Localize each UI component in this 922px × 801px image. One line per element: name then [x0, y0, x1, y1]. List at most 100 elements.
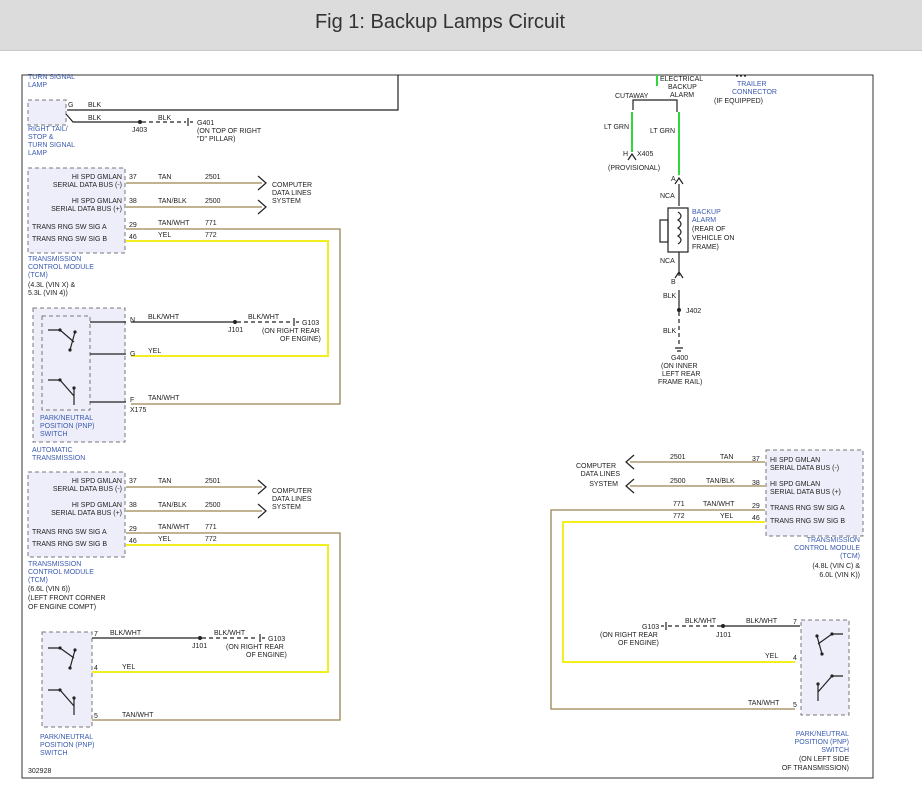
- svg-text:HI SPD GMLAN: HI SPD GMLAN: [72, 478, 122, 485]
- svg-text:OF ENGINE): OF ENGINE): [280, 336, 321, 343]
- svg-text:ELECTRICAL: ELECTRICAL: [660, 76, 703, 83]
- svg-text:TAN: TAN: [720, 454, 733, 461]
- svg-text:TRANS RNG SW SIG B: TRANS RNG SW SIG B: [32, 541, 107, 548]
- svg-text:HI SPD GMLAN: HI SPD GMLAN: [72, 502, 122, 509]
- pnp-2-box: [41, 631, 93, 728]
- svg-text:TRANS RNG SW SIG A: TRANS RNG SW SIG A: [32, 529, 107, 536]
- svg-text:G103: G103: [268, 636, 285, 643]
- svg-text:DATA LINES: DATA LINES: [581, 471, 621, 478]
- svg-text:G103: G103: [302, 320, 319, 327]
- svg-text:TAN/WHT: TAN/WHT: [158, 524, 190, 531]
- svg-text:2501: 2501: [205, 478, 221, 485]
- svg-text:5.3L (VIN 4)): 5.3L (VIN 4)): [28, 290, 68, 297]
- svg-text:(REAR OF: (REAR OF: [692, 226, 725, 233]
- svg-text:SERIAL DATA BUS (+): SERIAL DATA BUS (+): [51, 206, 122, 213]
- svg-text:29: 29: [752, 503, 760, 510]
- svg-text:PARK/NEUTRAL: PARK/NEUTRAL: [796, 731, 849, 738]
- pnp-switch-2: 7 4 5 BLK/WHT J101 BLK/WHT G103 (ON RIGH…: [40, 630, 287, 757]
- tcm-2-box: [27, 471, 126, 558]
- svg-text:(TCM): (TCM): [840, 553, 860, 560]
- svg-text:TRANS RNG SW SIG A: TRANS RNG SW SIG A: [770, 505, 845, 512]
- svg-text:G: G: [130, 351, 135, 358]
- svg-text:TRAILER: TRAILER: [737, 81, 767, 88]
- pnp-switch-1: N G F BLK/WHT J101 BLK/WHT G103 (ON RIGH…: [32, 307, 321, 462]
- svg-text:TAN/BLK: TAN/BLK: [158, 502, 187, 509]
- svg-text:HI SPD GMLAN: HI SPD GMLAN: [72, 198, 122, 205]
- svg-text:SWITCH: SWITCH: [40, 431, 68, 438]
- svg-text:(TCM): (TCM): [28, 577, 48, 584]
- svg-text:POSITION (PNP): POSITION (PNP): [795, 739, 849, 746]
- svg-text:(4.3L (VIN X) &: (4.3L (VIN X) &: [28, 282, 76, 289]
- svg-text:TAN: TAN: [158, 174, 171, 181]
- svg-text:OF TRANSMISSION): OF TRANSMISSION): [782, 765, 849, 772]
- svg-text:X175: X175: [130, 407, 146, 414]
- svg-text:HI SPD GMLAN: HI SPD GMLAN: [770, 457, 820, 464]
- pnp-1-inner-box: [41, 315, 91, 411]
- svg-text:A: A: [671, 176, 676, 183]
- svg-text:(4.8L (VIN C) &: (4.8L (VIN C) &: [812, 563, 860, 570]
- svg-text:2500: 2500: [670, 478, 686, 485]
- figure-id: 302928: [28, 768, 51, 775]
- tail-lamp-section: TURN SIGNAL LAMP G BLK BLK J403 BLK G401…: [27, 74, 399, 157]
- svg-text:J101: J101: [228, 327, 243, 334]
- svg-text:(IF EQUIPPED): (IF EQUIPPED): [714, 98, 763, 105]
- svg-text:OF ENGINE): OF ENGINE): [246, 652, 287, 659]
- svg-text:SYSTEM: SYSTEM: [272, 198, 301, 205]
- pnp-3-box: [800, 619, 850, 716]
- svg-text:YEL: YEL: [158, 232, 171, 239]
- svg-text:BLK: BLK: [88, 115, 102, 122]
- svg-text:J402: J402: [686, 308, 701, 315]
- svg-text:YEL: YEL: [122, 664, 135, 671]
- svg-text:TRANSMISSION: TRANSMISSION: [32, 455, 85, 462]
- tcm-1-box: [27, 167, 126, 254]
- svg-text:2501: 2501: [205, 174, 221, 181]
- svg-text:H: H: [623, 151, 628, 158]
- svg-text:38: 38: [129, 502, 137, 509]
- svg-text:BACKUP: BACKUP: [692, 209, 721, 216]
- svg-text:TAN/WHT: TAN/WHT: [148, 395, 180, 402]
- svg-text:NCA: NCA: [660, 258, 675, 265]
- svg-text:YEL: YEL: [720, 513, 733, 520]
- svg-text:2501: 2501: [670, 454, 686, 461]
- svg-text:BLK: BLK: [663, 328, 677, 335]
- tcm-3: HI SPD GMLAN SERIAL DATA BUS (-) HI SPD …: [550, 449, 864, 710]
- svg-text:G401: G401: [197, 120, 214, 127]
- svg-text:G: G: [68, 102, 73, 109]
- svg-text:ALARM: ALARM: [670, 92, 694, 99]
- svg-text:PARK/NEUTRAL: PARK/NEUTRAL: [40, 415, 93, 422]
- svg-text:LAMP: LAMP: [28, 150, 47, 157]
- svg-text:37: 37: [129, 478, 137, 485]
- svg-text:772: 772: [205, 536, 217, 543]
- backup-alarm-section: ELECTRICAL BACKUP ALARM CUTAWAY TRAILER …: [604, 75, 777, 386]
- svg-text:FRAME): FRAME): [692, 244, 719, 251]
- tcm-1: HI SPD GMLAN SERIAL DATA BUS (-) HI SPD …: [27, 167, 341, 405]
- svg-text:HI SPD GMLAN: HI SPD GMLAN: [72, 174, 122, 181]
- svg-text:(TCM): (TCM): [28, 272, 48, 279]
- svg-text:J403: J403: [132, 127, 147, 134]
- svg-text:CUTAWAY: CUTAWAY: [615, 93, 649, 100]
- svg-text:TAN/WHT: TAN/WHT: [748, 700, 780, 707]
- svg-text:TAN/WHT: TAN/WHT: [703, 501, 735, 508]
- svg-text:SWITCH: SWITCH: [821, 747, 849, 754]
- svg-text:BLK/WHT: BLK/WHT: [148, 314, 180, 321]
- svg-text:46: 46: [129, 234, 137, 241]
- svg-text:6.0L (VIN K)): 6.0L (VIN K)): [819, 572, 860, 579]
- svg-text:SERIAL DATA BUS (-): SERIAL DATA BUS (-): [53, 182, 122, 189]
- svg-text:4: 4: [94, 665, 98, 672]
- svg-text:BLK: BLK: [663, 293, 677, 300]
- svg-text:46: 46: [129, 538, 137, 545]
- svg-text:29: 29: [129, 222, 137, 229]
- svg-text:BLK: BLK: [158, 115, 172, 122]
- svg-text:TAN: TAN: [158, 478, 171, 485]
- svg-text:TAN/WHT: TAN/WHT: [158, 220, 190, 227]
- svg-text:BLK/WHT: BLK/WHT: [685, 618, 717, 625]
- svg-text:"D" PILLAR): "D" PILLAR): [197, 136, 235, 143]
- svg-text:J101: J101: [716, 632, 731, 639]
- svg-text:CONTROL MODULE: CONTROL MODULE: [28, 264, 94, 271]
- svg-text:TAN/WHT: TAN/WHT: [122, 712, 154, 719]
- svg-text:CONTROL MODULE: CONTROL MODULE: [794, 545, 860, 552]
- title-bar: Fig 1: Backup Lamps Circuit: [0, 0, 922, 51]
- svg-text:ALARM: ALARM: [692, 217, 716, 224]
- svg-text:7: 7: [793, 619, 797, 626]
- svg-text:OF ENGINE COMPT): OF ENGINE COMPT): [28, 604, 96, 611]
